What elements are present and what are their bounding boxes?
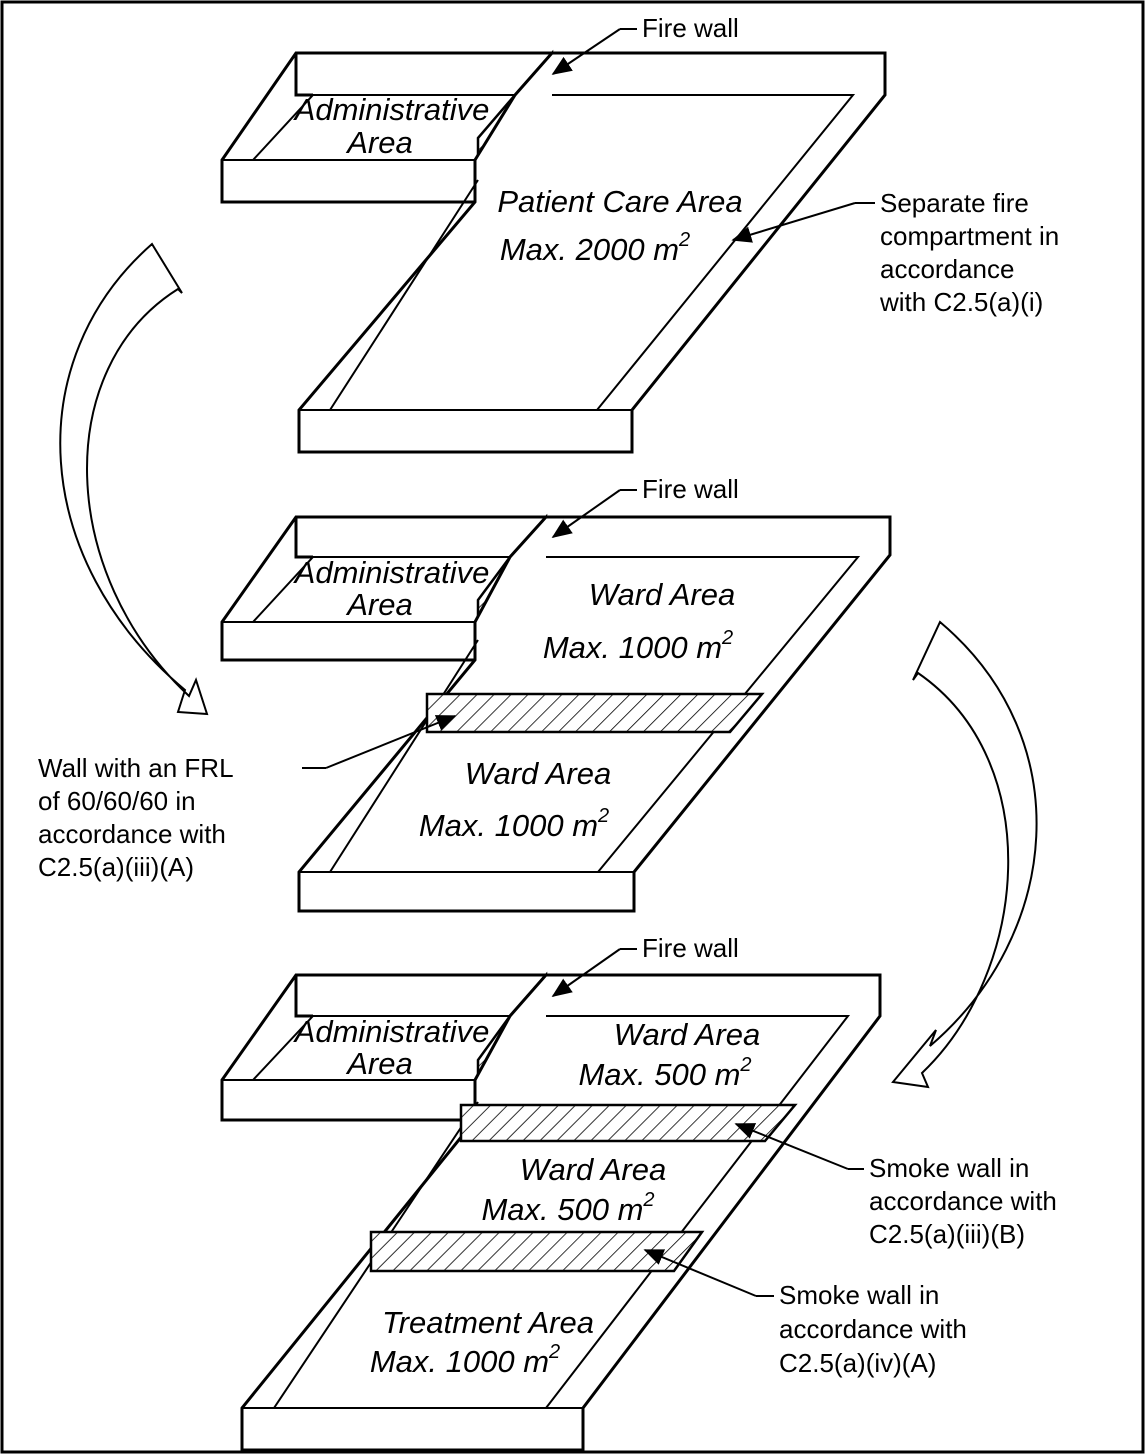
patient-care-size: Max. 2000 m2 <box>500 229 690 267</box>
frl-wall-line4: C2.5(a)(iii)(A) <box>38 852 194 882</box>
ward2-size: Max. 500 m2 <box>481 1189 654 1227</box>
treatment-size: Max. 1000 m2 <box>370 1341 560 1379</box>
fire-wall-label-2: Fire wall <box>642 474 739 504</box>
smoke-wall-b-line3: C2.5(a)(iii)(B) <box>869 1219 1025 1249</box>
fire-wall-label-1: Fire wall <box>642 13 739 43</box>
frl-wall-line2: of 60/60/60 in <box>38 786 196 816</box>
separate-compartment-line1: Separate fire <box>880 188 1029 218</box>
fire-wall-arrow-2 <box>551 489 621 538</box>
separate-compartment-line2: compartment in <box>880 221 1059 251</box>
flow-arrow-left <box>59 242 209 716</box>
smoke-wall-a-line1: Smoke wall in <box>779 1280 939 1310</box>
admin-label-3b: Area <box>345 1046 412 1081</box>
frl-wall-line1: Wall with an FRL <box>38 753 234 783</box>
smoke-wall-a-line2: accordance with <box>779 1314 967 1344</box>
panel-patient-care: Administrative Area Patient Care Area Ma… <box>220 13 1059 454</box>
fire-wall-label-3: Fire wall <box>642 933 739 963</box>
flow-arrow-right <box>891 620 1038 1089</box>
ward-lower-label: Ward Area <box>465 756 611 791</box>
ward-upper-label: Ward Area <box>589 577 735 612</box>
admin-label-2a: Administrative <box>293 555 490 590</box>
fire-wall-arrow-3 <box>551 948 621 997</box>
frl-wall-arrow <box>325 715 457 769</box>
fire-wall-arrow-1 <box>551 28 621 75</box>
treatment-label: Treatment Area <box>382 1305 594 1340</box>
panel-ward-treatment: Administrative Area Ward Area Max. 500 m… <box>220 933 1057 1452</box>
separate-compartment-line3: accordance <box>880 254 1014 284</box>
admin-label-1a: Administrative <box>293 92 490 127</box>
separate-compartment-line4: with C2.5(a)(i) <box>879 287 1043 317</box>
smoke-wall-a-arrow <box>643 1249 757 1297</box>
admin-label-3a: Administrative <box>293 1014 490 1049</box>
ward2-label: Ward Area <box>520 1152 666 1187</box>
panel-ward-split: Administrative Area Ward Area Max. 1000 … <box>38 474 892 913</box>
smoke-wall-b-arrow <box>734 1123 849 1170</box>
frl-wall-hatch <box>425 692 765 734</box>
separate-compartment-arrow <box>731 202 856 243</box>
frl-wall-line3: accordance with <box>38 819 226 849</box>
ward-upper-size: Max. 1000 m2 <box>543 627 733 665</box>
smoke-wall-b-line2: accordance with <box>869 1186 1057 1216</box>
smoke-wall-b-hatch <box>459 1103 798 1143</box>
smoke-wall-b-line1: Smoke wall in <box>869 1153 1029 1183</box>
ward1-size: Max. 500 m2 <box>578 1054 751 1092</box>
admin-label-2b: Area <box>345 587 412 622</box>
smoke-wall-a-line3: C2.5(a)(iv)(A) <box>779 1348 936 1378</box>
ward1-label: Ward Area <box>614 1017 760 1052</box>
admin-block-1 <box>220 51 554 204</box>
ward-lower-size: Max. 1000 m2 <box>419 805 609 843</box>
patient-care-label: Patient Care Area <box>497 184 742 219</box>
patient-care-slab <box>297 51 887 454</box>
admin-label-1b: Area <box>345 125 412 160</box>
smoke-wall-a-hatch <box>369 1230 705 1273</box>
